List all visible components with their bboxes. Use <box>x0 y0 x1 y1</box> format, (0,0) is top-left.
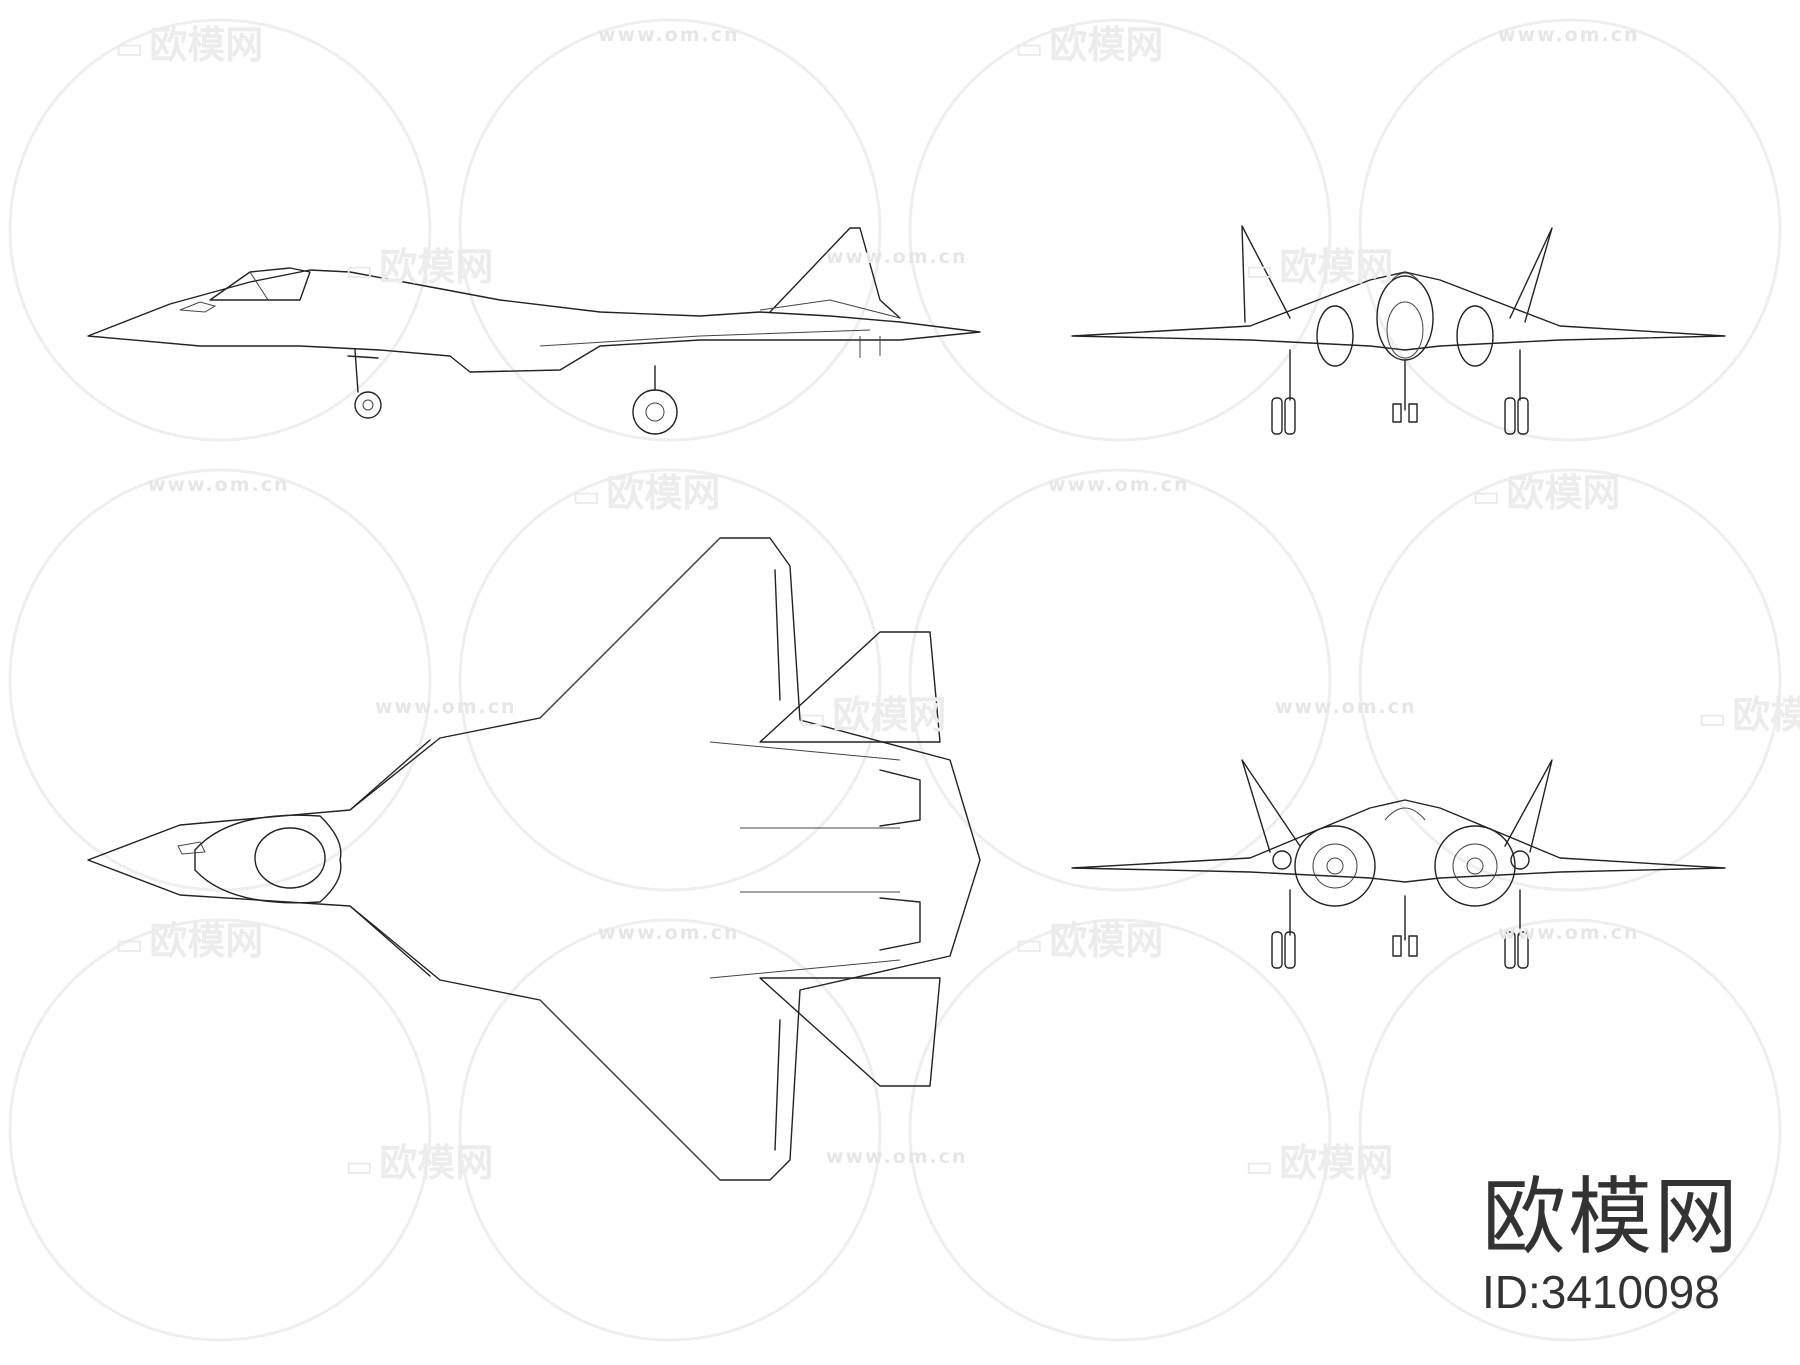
brand-mark: 欧模网 ID:3410098 <box>1482 1175 1740 1319</box>
side-view-aircraft <box>87 227 981 435</box>
brand-name: 欧模网 <box>1481 1168 1740 1266</box>
watermark-circles <box>8 18 1782 1342</box>
top-view-aircraft <box>87 537 981 1181</box>
model-id: ID:3410098 <box>1481 1266 1720 1318</box>
front-view-aircraft <box>1071 225 1726 435</box>
rear-view-aircraft <box>1071 759 1726 969</box>
